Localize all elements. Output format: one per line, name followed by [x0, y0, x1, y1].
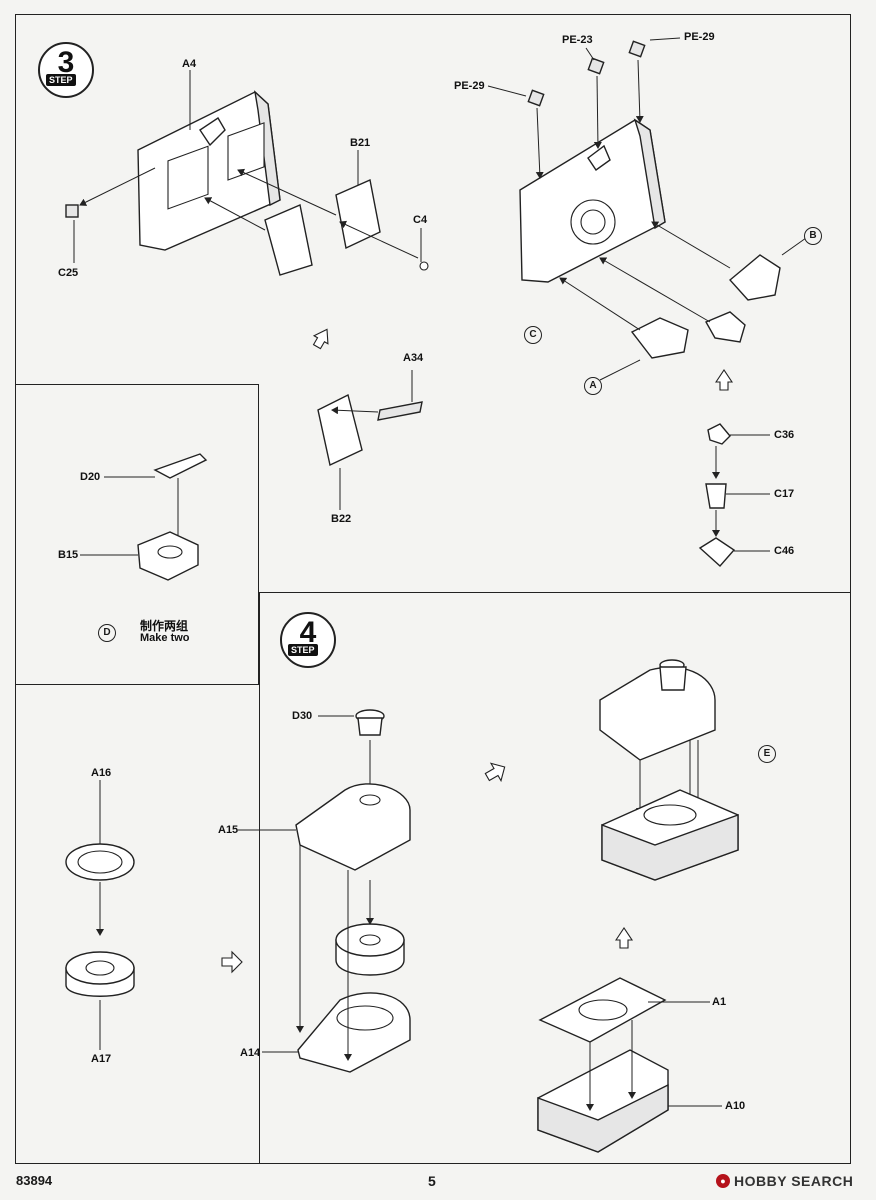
label-c36: C36 [774, 429, 795, 441]
step-3-word: STEP [46, 74, 76, 86]
make-two-chinese: 制作两组 [140, 619, 189, 633]
watermark-text: HOBBY SEARCH [734, 1173, 854, 1189]
label-a4: A4 [182, 58, 197, 70]
step-4-word: STEP [288, 644, 318, 656]
label-a14: A14 [240, 1047, 261, 1059]
callout-b: B [804, 227, 822, 245]
part-b22-plate [317, 393, 363, 467]
part-d30 [355, 709, 385, 736]
label-c25: C25 [58, 267, 79, 279]
flow-arrow [714, 369, 734, 391]
label-b22: B22 [331, 513, 352, 525]
label-b15: B15 [58, 549, 79, 561]
label-c17: C17 [774, 488, 795, 500]
page-number: 5 [428, 1173, 436, 1189]
callout-c: C [524, 326, 542, 344]
part-a10-box [537, 1049, 669, 1153]
part-box-assembled [601, 789, 739, 881]
part-pe23 [587, 57, 605, 75]
part-e-blower [599, 659, 716, 761]
flow-arrow [484, 762, 506, 783]
label-c4: C4 [413, 214, 428, 226]
watermark-logo-icon: ● [716, 1174, 730, 1188]
step-4-number: 4 [299, 616, 317, 649]
label-a10: A10 [725, 1100, 746, 1112]
part-bracket-plate [264, 204, 313, 276]
part-pe29-top [628, 40, 646, 58]
part-a4-panel [137, 90, 281, 251]
part-a-assembly [630, 317, 689, 359]
part-a14-base [297, 992, 411, 1073]
callout-e: E [758, 745, 776, 763]
label-d30: D30 [292, 710, 313, 722]
product-code: 83894 [16, 1173, 53, 1188]
part-bracket-mid [705, 311, 746, 343]
step-3-number: 3 [57, 46, 75, 79]
label-pe23: PE-23 [562, 34, 593, 46]
part-c46 [698, 537, 736, 567]
step-4-badge: 4 STEP [280, 612, 336, 668]
label-a16: A16 [91, 767, 112, 779]
part-fan-wheel [335, 923, 405, 976]
label-b21: B21 [350, 137, 371, 149]
part-c25 [65, 204, 79, 218]
label-c46: C46 [774, 545, 795, 557]
label-a34: A34 [403, 352, 424, 364]
label-a1: A1 [712, 996, 727, 1008]
make-two-english: Make two [140, 632, 190, 644]
part-a15-housing [295, 783, 411, 871]
part-b-assembly [728, 254, 781, 301]
part-rear-panel-assembled [519, 118, 666, 283]
part-a17-fan [65, 951, 135, 997]
flow-arrow [221, 950, 243, 974]
part-b21-plate [335, 179, 381, 250]
part-d20 [153, 453, 208, 479]
step4-box [259, 592, 851, 1164]
part-c4 [419, 261, 429, 271]
part-pe29-left [527, 89, 545, 107]
watermark: ● HOBBY SEARCH [716, 1172, 853, 1190]
callout-a: A [584, 377, 602, 395]
flow-arrow [312, 328, 329, 350]
step-3-badge: 3 STEP [38, 42, 94, 98]
callout-d: D [98, 624, 116, 642]
label-d20: D20 [80, 471, 101, 483]
flow-arrow [614, 927, 634, 949]
part-c36 [707, 423, 731, 445]
label-a17: A17 [91, 1053, 112, 1065]
label-a15: A15 [218, 824, 239, 836]
label-pe29-left: PE-29 [454, 80, 485, 92]
label-pe29-top: PE-29 [684, 31, 715, 43]
part-c17 [705, 483, 727, 509]
subassembly-d-box [15, 384, 259, 685]
part-a34 [377, 401, 423, 421]
